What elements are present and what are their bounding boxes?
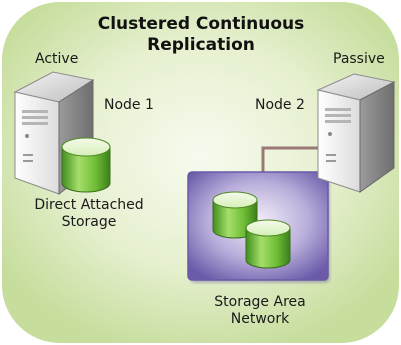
storage-area-network-label: Storage Area Network bbox=[195, 294, 325, 328]
server-icon bbox=[316, 73, 396, 193]
title-line-1: Clustered Continuous bbox=[97, 14, 305, 34]
node2-label: Node 2 bbox=[255, 97, 305, 113]
san-label-line-2: Network bbox=[230, 311, 290, 327]
san-label-line-1: Storage Area bbox=[214, 294, 306, 310]
direct-attached-storage-label: Direct Attached Storage bbox=[24, 197, 154, 231]
connector-line bbox=[261, 146, 318, 175]
database-disk-icon bbox=[245, 219, 291, 269]
das-label-line-2: Storage bbox=[61, 214, 117, 230]
passive-label: Passive bbox=[333, 51, 385, 67]
diagram-title: Clustered Continuous Replication bbox=[60, 14, 342, 56]
active-label: Active bbox=[35, 51, 79, 67]
das-label-line-1: Direct Attached bbox=[34, 197, 144, 213]
database-disk-icon bbox=[61, 137, 111, 193]
node1-label: Node 1 bbox=[104, 97, 154, 113]
title-line-2: Replication bbox=[147, 35, 255, 55]
